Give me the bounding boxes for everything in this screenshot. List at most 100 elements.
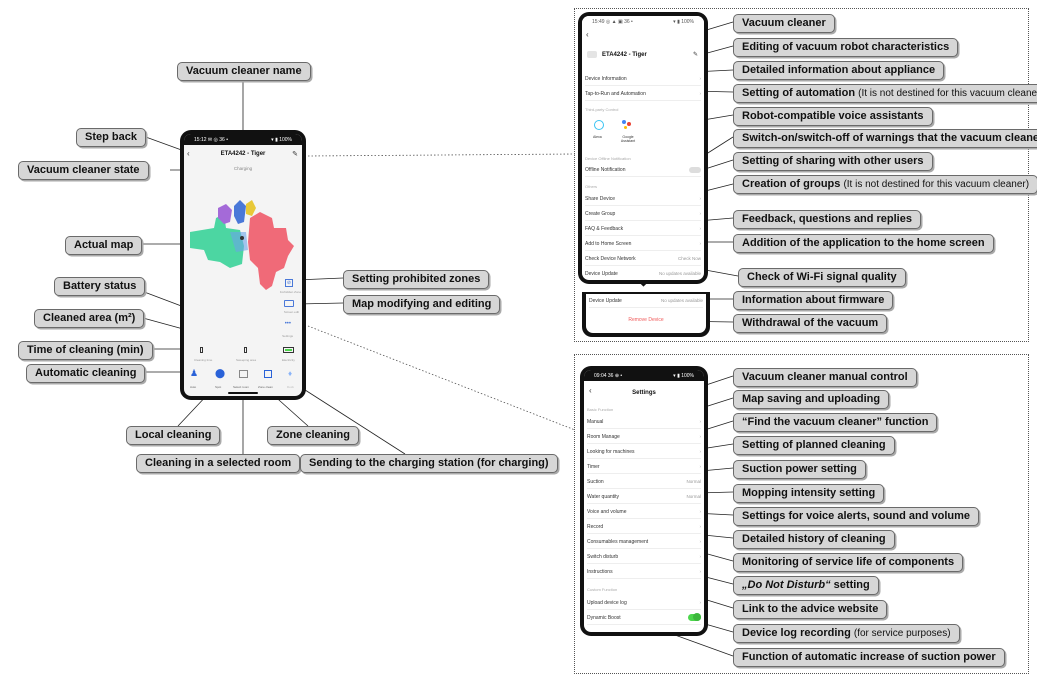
voice-volume-row[interactable]: Voice and volume› bbox=[587, 505, 701, 519]
device-status-bar: 15:49 ◎ ▲ ▣ 36 • ▾ ▮ 100% bbox=[582, 16, 704, 27]
manual-row[interactable]: Manual› bbox=[587, 415, 701, 429]
tap-to-run-label: Tap-to-Run and Automation bbox=[585, 90, 646, 97]
switch-disturb-row[interactable]: Switch disturb› bbox=[587, 550, 701, 564]
edit-icon[interactable]: ✎ bbox=[292, 151, 298, 158]
settings-status-battery: ▾ ▮ 100% bbox=[673, 373, 694, 379]
label-boost: Function of automatic increase of suctio… bbox=[733, 648, 1005, 667]
status-time: 15:12 bbox=[194, 137, 207, 143]
google-assistant-label: Google Assistant bbox=[620, 135, 636, 143]
dock-label: Dock bbox=[287, 385, 294, 389]
label-wifi: Check of Wi-Fi signal quality bbox=[738, 268, 906, 287]
add-home-row[interactable]: Add to Home Screen› bbox=[585, 237, 701, 251]
device-update-cut-label: Device Update bbox=[585, 270, 618, 277]
manual-label: Manual bbox=[587, 418, 604, 425]
forbidden-zone-icon[interactable]: ⊘ bbox=[285, 279, 293, 287]
device-thumbnail-icon bbox=[587, 51, 597, 58]
upload-log-row[interactable]: Upload device log› bbox=[587, 596, 701, 610]
label-cleaned-area: Cleaned area (m²) bbox=[34, 309, 145, 328]
device-screen: 15:49 ◎ ▲ ▣ 36 • ▾ ▮ 100% ‹ ETA4242 - Ti… bbox=[582, 16, 704, 280]
continue-chevron-icon: ⏷ bbox=[640, 280, 648, 290]
label-zone-cleaning: Zone cleaning bbox=[267, 426, 359, 445]
label-dnd: „Do Not Disturb“ setting bbox=[733, 576, 879, 595]
spot-icon[interactable]: ⬤ bbox=[215, 368, 226, 378]
create-group-label: Create Group bbox=[585, 210, 616, 217]
settings-status-time: 09:04 bbox=[594, 373, 607, 379]
custom-section: Custom Function bbox=[587, 587, 618, 592]
device-update-row[interactable]: Device Update No updates available bbox=[589, 294, 703, 308]
device-status-icons: ◎ ▲ ▣ 36 • bbox=[605, 19, 633, 25]
map-edit-icon[interactable] bbox=[284, 300, 294, 307]
main-screen: 15:12 ✉ ◎ 36 • ▾ ▮ 100% ‹ ETA4242 - Tige… bbox=[184, 134, 302, 396]
create-group-row[interactable]: Create Group› bbox=[585, 207, 701, 221]
offline-toggle[interactable] bbox=[689, 166, 701, 173]
device-update-label: Device Update bbox=[589, 297, 622, 304]
robot-position-icon bbox=[240, 236, 244, 240]
share-device-row[interactable]: Share Device› bbox=[585, 192, 701, 206]
auto-clean-icon[interactable]: ♟ bbox=[190, 368, 199, 378]
tap-to-run-row[interactable]: Tap-to-Run and Automation› bbox=[585, 87, 701, 101]
dock-icon[interactable]: ♦ bbox=[288, 369, 293, 378]
label-suction: Suction power setting bbox=[733, 460, 866, 479]
instructions-label: Instructions bbox=[587, 568, 613, 575]
dynamic-boost-row: Dynamic Boost bbox=[587, 611, 701, 625]
groups-text: Creation of groups bbox=[742, 178, 841, 190]
room-manage-label: Room Manage bbox=[587, 433, 620, 440]
zone-clean-icon[interactable] bbox=[264, 370, 272, 378]
label-editing: Editing of vacuum robot characteristics bbox=[733, 38, 959, 57]
others-section: Others bbox=[585, 184, 598, 189]
label-voice: Settings for voice alerts, sound and vol… bbox=[733, 507, 979, 526]
cleaning-map bbox=[190, 200, 294, 290]
dynamic-boost-toggle[interactable] bbox=[688, 613, 701, 621]
label-service-life: Monitoring of service life of components bbox=[733, 553, 964, 572]
back-icon[interactable]: ‹ bbox=[187, 149, 190, 158]
device-info-row[interactable]: Device Information› bbox=[585, 72, 701, 86]
more-icon[interactable]: ••• bbox=[284, 321, 291, 327]
zone-clean-label: Zone clean bbox=[258, 385, 273, 389]
settings-status-icons: 36 ⊕ • bbox=[607, 373, 623, 379]
consumables-label: Consumables management bbox=[587, 538, 649, 545]
share-device-label: Share Device bbox=[585, 195, 616, 202]
google-assistant-icon[interactable] bbox=[622, 120, 634, 130]
label-home-screen: Addition of the application to the home … bbox=[733, 234, 994, 253]
voice-volume-label: Voice and volume bbox=[587, 508, 627, 515]
record-label: Record bbox=[587, 523, 604, 530]
device-info-label: Device Information bbox=[585, 75, 627, 82]
label-local-cleaning: Local cleaning bbox=[126, 426, 221, 445]
status-bar: 15:12 ✉ ◎ 36 • ▾ ▮ 100% bbox=[184, 134, 302, 145]
status-icons: ✉ ◎ 36 • bbox=[207, 137, 228, 143]
suction-label: Suction bbox=[587, 478, 604, 485]
looking-machines-row[interactable]: Looking for machines› bbox=[587, 445, 701, 459]
map-room-blue bbox=[234, 200, 246, 224]
device-status-time: 15:49 bbox=[592, 19, 605, 25]
timer-row[interactable]: Timer› bbox=[587, 460, 701, 474]
log-text: Device log recording bbox=[742, 627, 851, 639]
device-back-icon[interactable]: ‹ bbox=[586, 30, 589, 39]
device-edit-icon[interactable]: ✎ bbox=[692, 52, 698, 58]
device-screen-bottom: Device Update No updates available Remove… bbox=[586, 294, 706, 333]
switch-disturb-label: Switch disturb bbox=[587, 553, 619, 560]
label-step-back: Step back bbox=[76, 128, 146, 147]
battery-icon bbox=[283, 347, 294, 353]
state-text: Charging bbox=[233, 166, 253, 171]
label-feedback: Feedback, questions and replies bbox=[733, 210, 921, 229]
room-manage-row[interactable]: Room Manage› bbox=[587, 430, 701, 444]
label-auto-cleaning: Automatic cleaning bbox=[26, 364, 146, 383]
instructions-row[interactable]: Instructions› bbox=[587, 565, 701, 579]
record-row[interactable]: Record› bbox=[587, 520, 701, 534]
settings-back-icon[interactable]: ‹ bbox=[589, 386, 592, 395]
label-sharing: Setting of sharing with other users bbox=[733, 152, 933, 171]
settings-status-bar: 09:04 36 ⊕ • ▾ ▮ 100% bbox=[584, 370, 704, 381]
remove-device-button[interactable]: Remove Device bbox=[628, 317, 664, 323]
suction-row[interactable]: Suction Normal bbox=[587, 475, 701, 489]
faq-row[interactable]: FAQ & Feedback› bbox=[585, 222, 701, 236]
consumables-row[interactable]: Consumables management› bbox=[587, 535, 701, 549]
select-room-icon[interactable] bbox=[239, 370, 248, 378]
label-vacuum-name: Vacuum cleaner name bbox=[177, 62, 311, 81]
label-voice-assistants: Robot-compatible voice assistants bbox=[733, 107, 933, 126]
suction-value: Normal bbox=[686, 479, 701, 484]
alexa-icon[interactable] bbox=[594, 120, 604, 130]
no-updates-value: No updates available bbox=[660, 298, 703, 303]
